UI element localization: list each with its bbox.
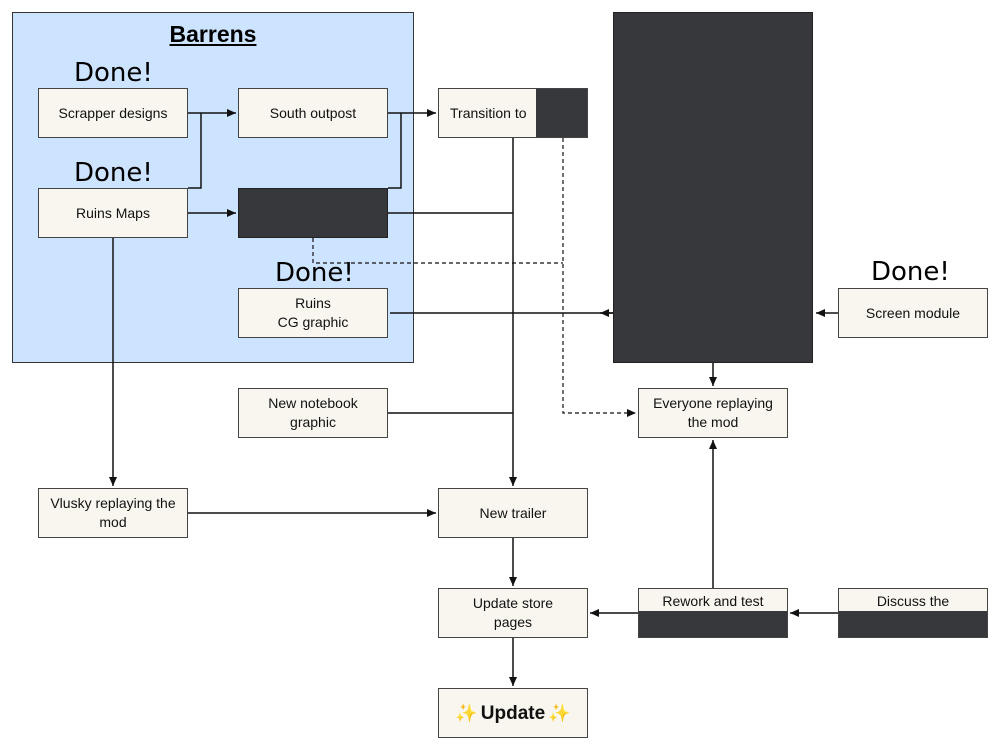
node-update-label: Update (480, 702, 546, 724)
done-label-scrapper: Done! (74, 58, 153, 88)
node-ruins-cg-graphic[interactable]: Ruins CG graphic (238, 288, 388, 338)
node-transition-label: Transition to (450, 104, 527, 121)
node-redacted-barrens[interactable] (238, 188, 388, 238)
done-label-ruins-cg: Done! (275, 258, 354, 288)
edge-darkbox-to-transition (388, 113, 402, 189)
redacted-block (536, 89, 587, 137)
node-update[interactable]: ✨ Update ✨ (438, 688, 588, 738)
node-scrapper-designs[interactable]: Scrapper designs (38, 88, 188, 138)
node-transition-to[interactable]: Transition to (438, 88, 588, 138)
node-discuss-the[interactable]: Discuss the (838, 588, 988, 638)
sparkle-icon: ✨ (455, 702, 478, 723)
node-rework-and-test[interactable]: Rework and test (638, 588, 788, 638)
redacted-strip (839, 611, 987, 637)
node-ruins-maps[interactable]: Ruins Maps (38, 188, 188, 238)
dashed-edge-transition-to-everyone (562, 138, 636, 417)
redacted-strip (639, 611, 787, 637)
sparkle-icon: ✨ (548, 702, 571, 723)
node-south-outpost[interactable]: South outpost (238, 88, 388, 138)
barrens-group: Barrens (12, 12, 414, 363)
node-discuss-label: Discuss the (876, 593, 950, 609)
node-rework-label: Rework and test (662, 593, 764, 609)
node-new-notebook-graphic[interactable]: New notebook graphic (238, 388, 388, 438)
node-vlusky-replaying[interactable]: Vlusky replaying the mod (38, 488, 188, 538)
done-label-ruins-maps: Done! (74, 158, 153, 188)
node-everyone-replaying[interactable]: Everyone replaying the mod (638, 388, 788, 438)
done-label-screen-module: Done! (871, 257, 950, 287)
edge-ruinsmaps-to-south (188, 113, 202, 189)
dashed-edge-darkbox-to-trunk (312, 238, 563, 264)
node-redacted-panel[interactable] (613, 12, 813, 363)
node-screen-module[interactable]: Screen module (838, 288, 988, 338)
group-title: Barrens (169, 21, 257, 47)
node-update-store-pages[interactable]: Update store pages (438, 588, 588, 638)
node-new-trailer[interactable]: New trailer (438, 488, 588, 538)
